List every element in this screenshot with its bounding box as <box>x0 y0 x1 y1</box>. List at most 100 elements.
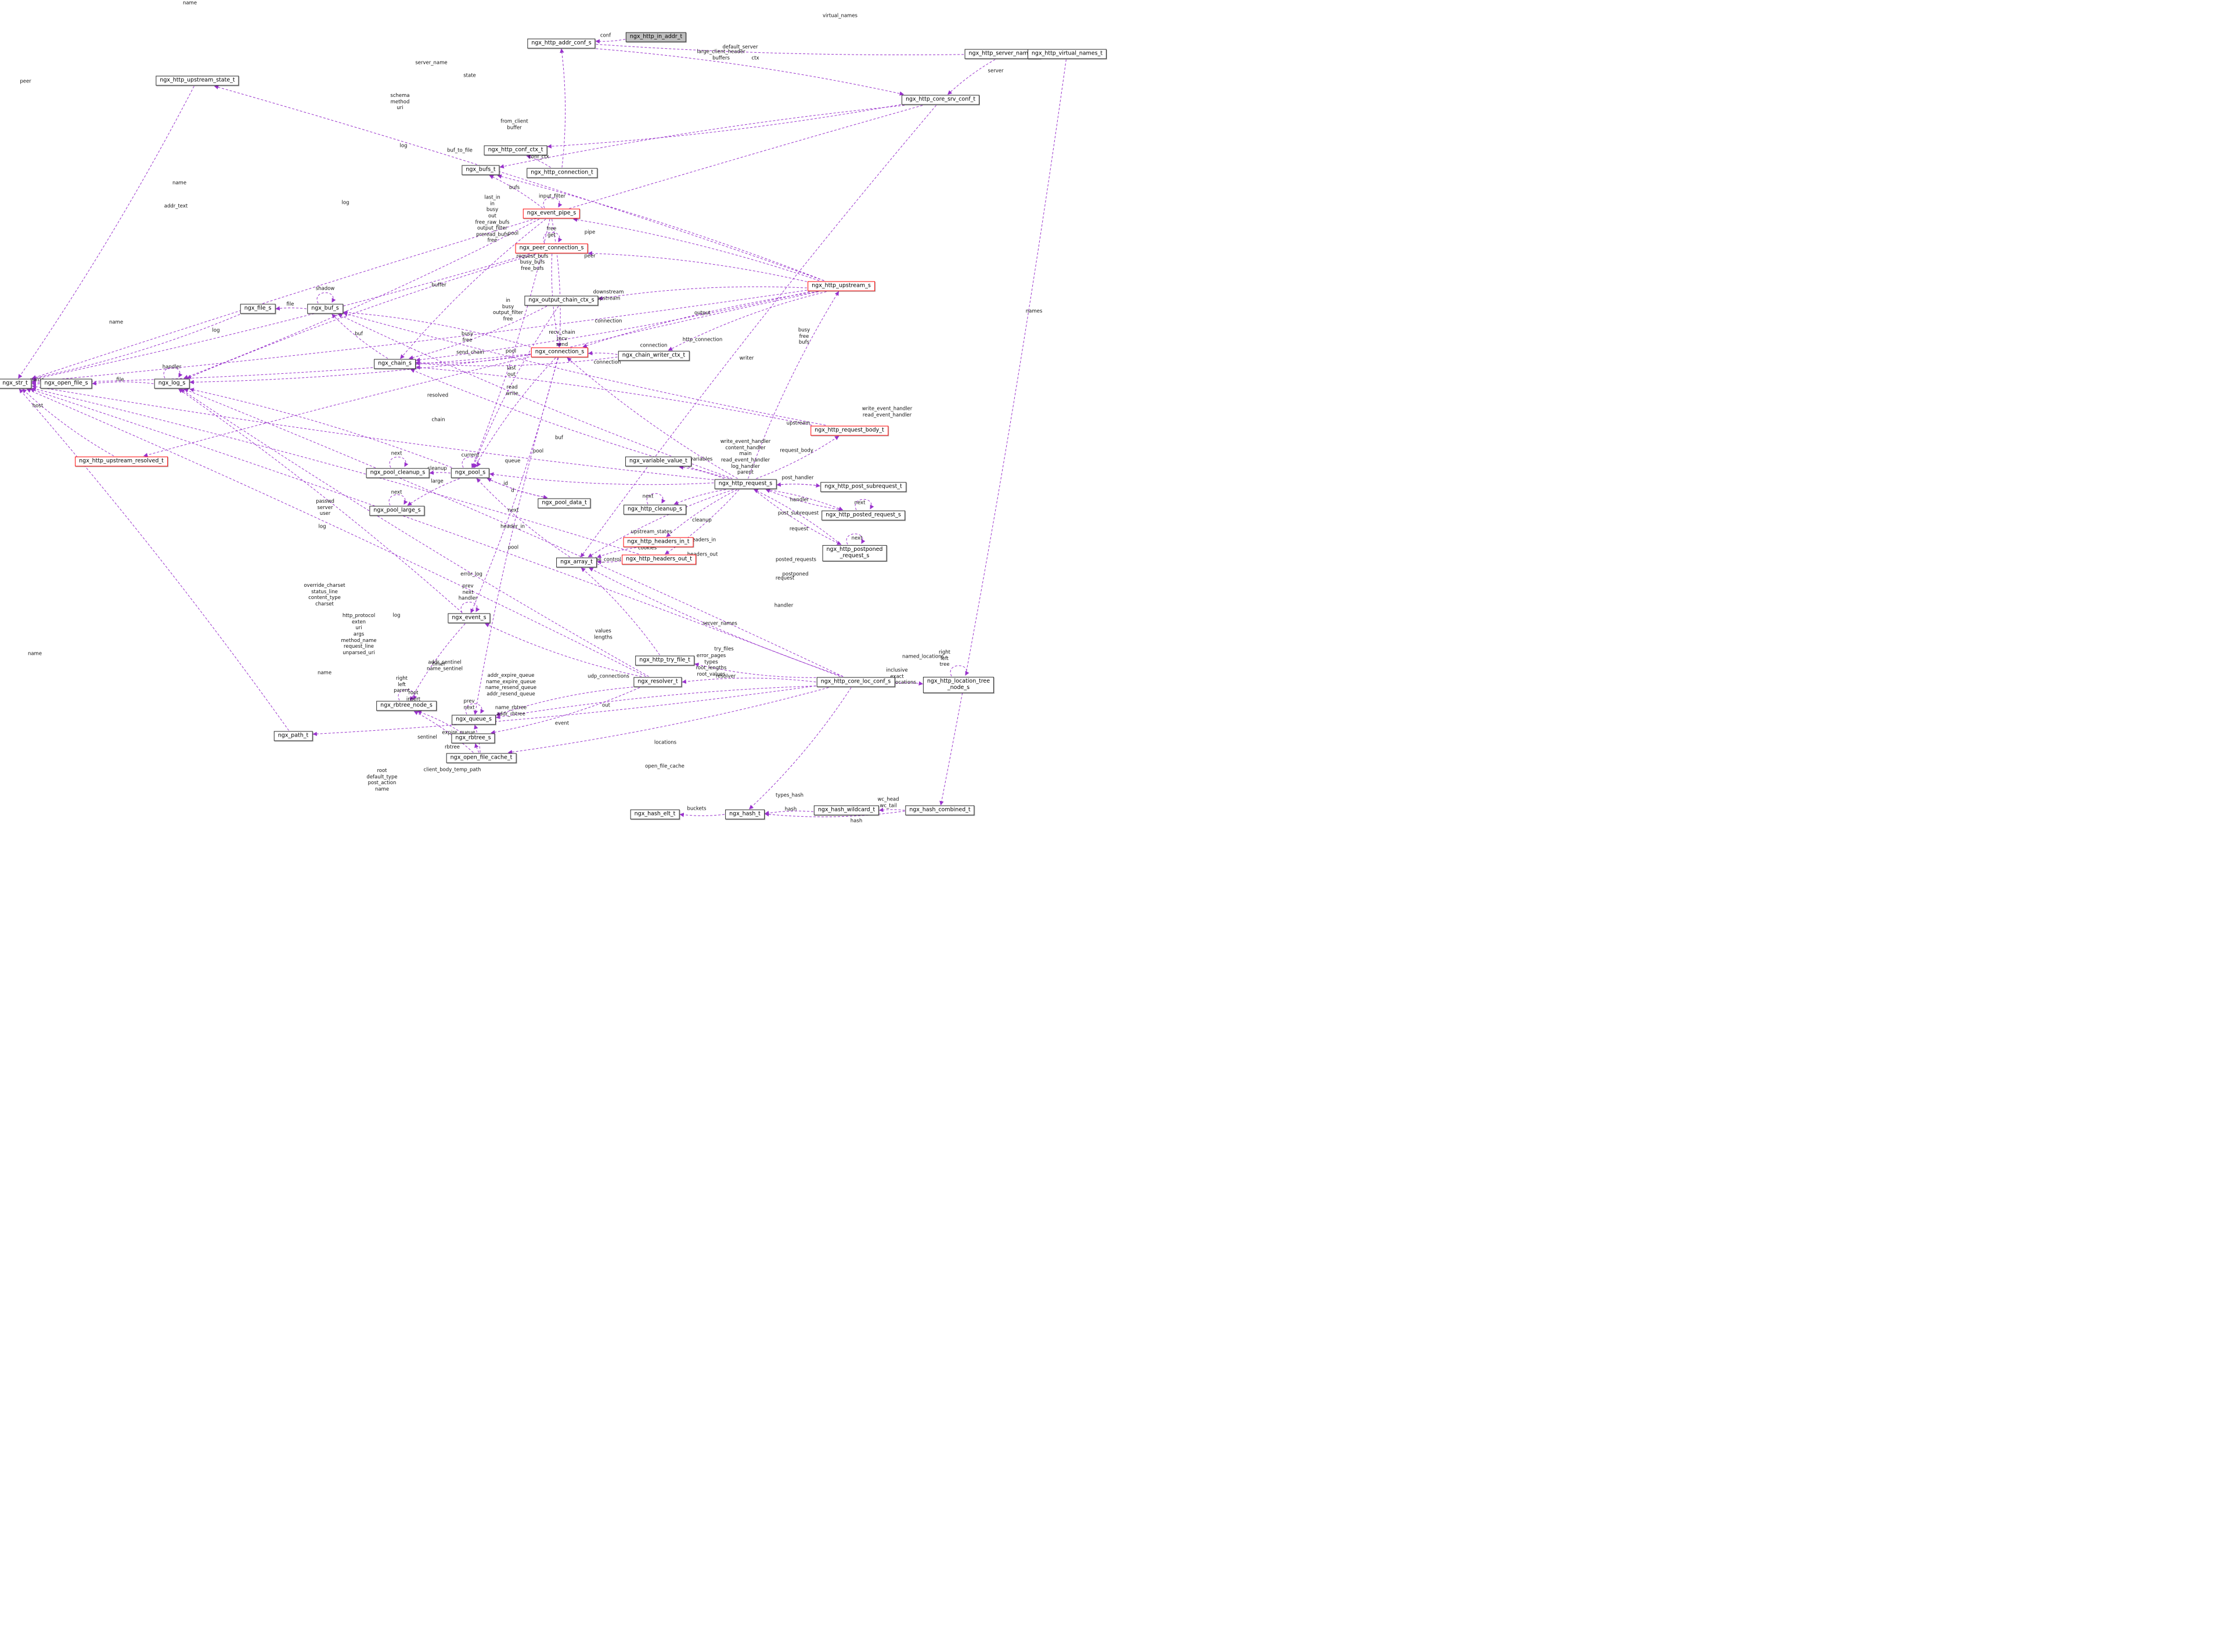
node-post_sub[interactable]: ngx_http_post_subrequest_t <box>820 482 906 492</box>
edge-pool_s-pool_cleanup <box>429 470 451 475</box>
node-try_file[interactable]: ngx_http_try_file_t <box>635 655 694 666</box>
node-event_pipe[interactable]: ngx_event_pipe_s <box>523 208 581 219</box>
edge-log_s-open_file <box>92 381 154 385</box>
edge-addr_conf-core_srv <box>596 48 905 96</box>
edge-pool_data-pool_s <box>487 478 547 498</box>
node-in_addr[interactable]: ngx_http_in_addr_t <box>625 32 687 42</box>
edge-peer_conn-str_t <box>31 254 530 381</box>
edge-request-array_t <box>588 489 734 558</box>
node-conn[interactable]: ngx_connection_s <box>531 347 589 358</box>
node-posted_req[interactable]: ngx_http_posted_request_s <box>822 510 905 521</box>
node-rbtree_s[interactable]: ngx_rbtree_s <box>451 733 495 744</box>
node-rbtree_node[interactable]: ngx_rbtree_node_s <box>376 701 437 711</box>
node-virtual_names_t[interactable]: ngx_http_virtual_names_t <box>1027 49 1107 59</box>
node-ofc[interactable]: ngx_open_file_cache_t <box>446 753 517 763</box>
node-pool_data[interactable]: ngx_pool_data_t <box>538 498 591 508</box>
edge-request-posted_req <box>766 489 844 511</box>
node-file_s[interactable]: ngx_file_s <box>240 304 276 314</box>
edge-pool_s-pool_s <box>462 456 481 468</box>
node-peer_conn[interactable]: ngx_peer_connection_s <box>515 243 588 254</box>
node-path_t[interactable]: ngx_path_t <box>273 731 313 741</box>
edge-chain_writer-conn <box>588 351 618 356</box>
node-core_loc[interactable]: ngx_http_core_loc_conf_s <box>816 677 895 687</box>
node-queue_s[interactable]: ngx_queue_s <box>452 715 496 725</box>
edge-core_loc-loc_tree <box>895 681 924 686</box>
edge-addr_conf-virtual_names_t <box>596 44 1028 56</box>
edge-resolver-log_s <box>180 388 649 677</box>
edge-request-upstream <box>748 291 839 479</box>
node-addr_conf[interactable]: ngx_http_addr_conf_s <box>527 38 596 49</box>
node-hash_comb[interactable]: ngx_hash_combined_t <box>905 805 975 816</box>
node-resolved[interactable]: ngx_http_upstream_resolved_t <box>75 456 168 467</box>
node-http_conn[interactable]: ngx_http_connection_t <box>527 168 597 178</box>
node-str_t[interactable]: ngx_str_t <box>0 378 32 389</box>
node-chain_s[interactable]: ngx_chain_s <box>374 359 416 369</box>
edge-resolved-str_t <box>22 388 114 456</box>
edge-posted_req-posted_req <box>855 499 874 510</box>
node-hash_t[interactable]: ngx_hash_t <box>725 809 765 820</box>
edge-request-buf_s <box>337 313 733 479</box>
edge-event_s-log_s <box>178 388 463 613</box>
node-headers_in[interactable]: ngx_http_headers_in_t <box>623 537 694 547</box>
node-array_t[interactable]: ngx_array_t <box>556 557 597 568</box>
edge-request-chain_s <box>410 369 730 479</box>
edge-peer_conn-peer_conn <box>543 232 563 243</box>
node-event_s[interactable]: ngx_event_s <box>448 613 491 623</box>
edge-upstream-chain_writer <box>668 291 827 351</box>
edge-request_body-buf_s <box>343 312 826 425</box>
node-open_file[interactable]: ngx_open_file_s <box>40 378 92 389</box>
edge-request_body-chain_s <box>415 365 812 425</box>
node-out_chain[interactable]: ngx_output_chain_ctx_s <box>524 295 599 306</box>
collaboration-diagram: namevirtual_namesconfdefault_serverregex… <box>0 0 1112 826</box>
edge-out_chain-chain_s <box>408 306 547 360</box>
edge-core_loc-queue_s <box>495 686 816 719</box>
edge-postponed_req-request <box>753 489 841 545</box>
node-bufs_t[interactable]: ngx_bufs_t <box>462 165 500 175</box>
edge-core_loc-hash_t <box>749 687 852 810</box>
edge-out_chain-pool_s <box>472 306 559 468</box>
node-var_value[interactable]: ngx_variable_value_t <box>625 456 691 467</box>
edge-headers_out-array_t <box>596 560 622 565</box>
node-request[interactable]: ngx_http_request_s <box>714 479 777 489</box>
edge-upstream-bufs_t <box>497 174 824 281</box>
edge-core_srv-bufs_t <box>499 105 905 169</box>
node-log_s[interactable]: ngx_log_s <box>154 378 190 389</box>
node-loc_tree[interactable]: ngx_http_location_tree _node_s <box>923 677 995 693</box>
edge-resolver-event_s <box>485 623 642 677</box>
node-buf_s[interactable]: ngx_buf_s <box>307 304 343 314</box>
edge-upstream-conn <box>582 291 818 348</box>
edge-core_loc-resolver <box>682 677 816 684</box>
node-postponed_req[interactable]: ngx_http_postponed _request_s <box>822 545 887 561</box>
node-conf_ctx[interactable]: ngx_http_conf_ctx_t <box>484 145 547 156</box>
edge-peer_conn-log_s <box>186 254 536 379</box>
edge-request-var_value <box>679 465 725 479</box>
node-upstream_state[interactable]: ngx_http_upstream_state_t <box>156 75 239 86</box>
edge-request-headers_out <box>664 489 740 555</box>
edge-event_s-rbtree_node <box>410 623 466 701</box>
edge-event_pipe-log_s <box>183 219 540 379</box>
edge-ofc-rbtree_s <box>474 743 480 753</box>
edge-chain_s-buf_s <box>332 313 388 359</box>
edge-event_s-event_s <box>460 601 480 613</box>
node-resolver[interactable]: ngx_resolver_t <box>633 677 682 687</box>
edge-posted_req-request <box>765 489 843 510</box>
node-hash_wc[interactable]: ngx_hash_wildcard_t <box>813 805 880 816</box>
node-request_body[interactable]: ngx_http_request_body_t <box>810 425 888 436</box>
node-core_srv[interactable]: ngx_http_core_srv_conf_t <box>901 95 980 105</box>
edge-http_conn-conf_ctx <box>526 155 551 168</box>
node-headers_out[interactable]: ngx_http_headers_out_t <box>622 554 696 565</box>
node-hash_elt[interactable]: ngx_hash_elt_t <box>630 809 680 820</box>
edge-request-pool_s <box>489 472 714 485</box>
node-pool_large[interactable]: ngx_pool_large_s <box>369 506 425 516</box>
node-pool_cleanup[interactable]: ngx_pool_cleanup_s <box>366 468 430 478</box>
edge-path_t-str_t <box>19 388 289 731</box>
node-http_cleanup[interactable]: ngx_http_cleanup_s <box>624 504 686 515</box>
edge-chain_writer-chain_s <box>415 356 618 366</box>
node-upstream[interactable]: ngx_http_upstream_s <box>808 281 875 291</box>
edge-core_srv-conf_ctx <box>547 104 902 149</box>
edge-conn-str_t <box>31 354 531 385</box>
edge-http_cleanup-http_cleanup <box>646 493 666 504</box>
node-pool_s[interactable]: ngx_pool_s <box>451 468 490 478</box>
edge-resolver-str_t <box>26 388 646 677</box>
node-chain_writer[interactable]: ngx_chain_writer_ctx_t <box>618 351 690 361</box>
